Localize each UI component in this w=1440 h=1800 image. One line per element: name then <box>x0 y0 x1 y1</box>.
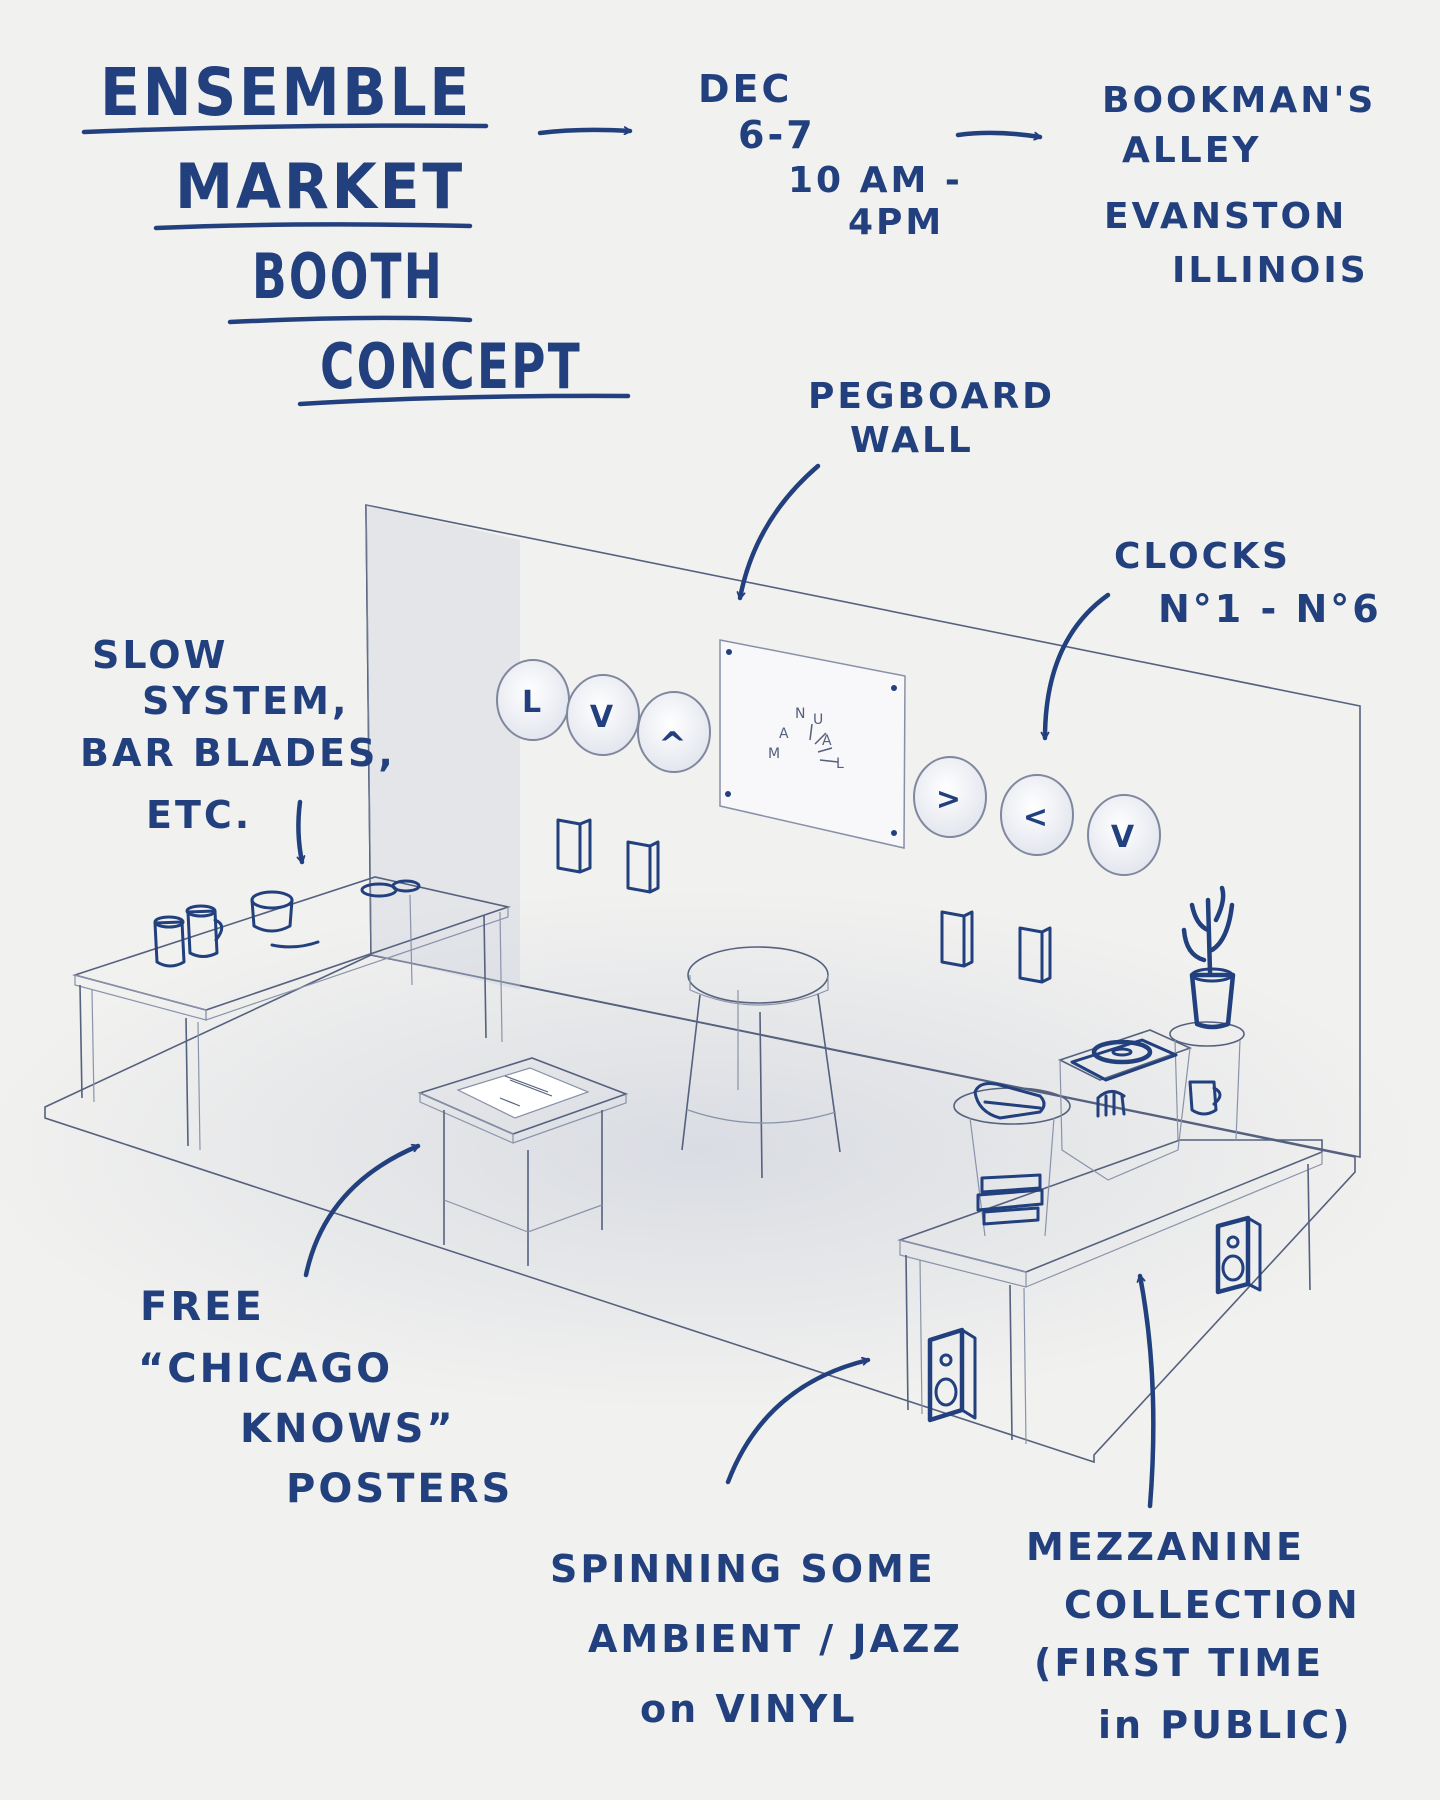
clock-icon: L <box>496 659 570 741</box>
wall-shelves <box>556 818 1052 984</box>
title-line: CONCEPT <box>320 330 582 403</box>
bowl-icon <box>250 890 294 933</box>
logo-letter: L <box>836 756 844 772</box>
logo-letter: N <box>795 706 805 722</box>
arrow-icon <box>296 799 306 865</box>
title-line: ENSEMBLE <box>100 54 472 131</box>
location-line: EVANSTON <box>1104 196 1347 237</box>
clock-icon: > <box>913 756 987 838</box>
annotation-mezzanine: MEZZANINE COLLECTION (FIRST TIME in PUBL… <box>1026 1273 1361 1747</box>
manual-logo: M A N U A L <box>768 706 844 772</box>
event-details: DEC 6-7 10 AM - 4PM BOOKMAN'S ALLEY EVAN… <box>537 67 1376 291</box>
bar-stool <box>681 946 841 1179</box>
arrow-icon <box>1040 592 1111 741</box>
arrow-icon <box>303 1143 421 1278</box>
booth-illustration: M A N U A L L V ^ <box>0 504 1420 1464</box>
clock-icon: V <box>1087 794 1161 876</box>
date-line: DEC <box>698 67 792 111</box>
annotation-line: PEGBOARD <box>808 376 1055 417</box>
logo-letter: M <box>768 746 780 762</box>
mug-icon <box>1188 1080 1222 1116</box>
annotation-line: ETC. <box>146 793 252 837</box>
svg-text:V: V <box>1111 820 1137 855</box>
arrow-icon <box>1136 1273 1156 1509</box>
annotation-line: WALL <box>850 420 974 461</box>
annotation-line: SLOW <box>92 633 228 677</box>
clock-group-left: L V ^ <box>496 659 711 773</box>
mug-icon <box>185 904 224 958</box>
speaker-icon <box>1215 1215 1262 1295</box>
location-line: ILLINOIS <box>1172 250 1369 291</box>
annotation-line: AMBIENT / JAZZ <box>588 1617 963 1661</box>
plant-icon <box>1181 885 1236 1030</box>
date-line: 6-7 <box>738 113 816 157</box>
annotation-line: “CHICAGO <box>138 1346 393 1392</box>
clock-icon: ^ <box>637 691 711 773</box>
mezzanine-items <box>927 885 1262 1423</box>
annotation-line: SPINNING SOME <box>550 1547 936 1591</box>
svg-text:V: V <box>590 700 616 735</box>
annotation-line: (FIRST TIME <box>1034 1641 1324 1685</box>
annotation-line: on VINYL <box>640 1687 857 1731</box>
speaker-icon <box>927 1327 977 1423</box>
title-line: MARKET <box>175 150 465 223</box>
annotation-slow-system: SLOW SYSTEM, BAR BLADES, ETC. <box>80 633 396 865</box>
annotation-line: N°1 - N°6 <box>1158 587 1382 631</box>
arrow-icon <box>537 126 633 136</box>
svg-text:L: L <box>522 685 544 720</box>
annotation-line: COLLECTION <box>1064 1583 1361 1627</box>
arrow-icon <box>955 130 1043 141</box>
svg-text:>: > <box>936 782 964 817</box>
logo-letter: A <box>822 733 832 749</box>
clock-icon: < <box>1000 774 1074 856</box>
date-line: 4PM <box>848 202 944 243</box>
table-items <box>153 879 421 968</box>
title-line: BOOTH <box>252 240 444 313</box>
mezzanine-table <box>897 1139 1323 1445</box>
annotation-line: BAR BLADES, <box>80 731 396 775</box>
arrow-icon <box>725 1356 871 1485</box>
book-stack-icon <box>976 1173 1044 1226</box>
annotation-posters: FREE “CHICAGO KNOWS” POSTERS <box>138 1143 513 1512</box>
annotation-line: in PUBLIC) <box>1098 1703 1353 1747</box>
mug-icon <box>153 915 186 968</box>
annotation-line: MEZZANINE <box>1026 1525 1305 1569</box>
event-date: DEC 6-7 10 AM - 4PM <box>698 67 963 243</box>
left-table <box>72 876 511 1151</box>
clock-icon: V <box>566 674 640 756</box>
event-location: BOOKMAN'S ALLEY EVANSTON ILLINOIS <box>1102 80 1376 291</box>
logo-letter: A <box>779 726 789 742</box>
clock-group-right: > < V <box>913 756 1161 876</box>
annotation-line: CLOCKS <box>1114 536 1291 577</box>
arrow-icon <box>736 463 821 601</box>
annotation-vinyl: SPINNING SOME AMBIENT / JAZZ on VINYL <box>550 1356 963 1731</box>
logo-letter: U <box>813 712 823 728</box>
annotation-clocks: CLOCKS N°1 - N°6 <box>1040 536 1382 741</box>
records-icon <box>1096 1090 1126 1118</box>
book-icon <box>973 1082 1046 1120</box>
chicago-knows-poster <box>456 1067 590 1119</box>
annotation-pegboard: PEGBOARD WALL <box>736 376 1055 601</box>
location-line: BOOKMAN'S <box>1102 80 1376 121</box>
turntable-icon <box>1070 1038 1178 1082</box>
title-block: ENSEMBLE MARKET BOOTH CONCEPT <box>81 54 631 407</box>
poster-table <box>417 1057 629 1266</box>
svg-text:<: < <box>1023 800 1051 835</box>
annotation-line: POSTERS <box>286 1466 513 1512</box>
svg-text:^: ^ <box>658 725 690 765</box>
annotation-line: KNOWS” <box>240 1406 456 1452</box>
annotation-line: SYSTEM, <box>142 679 349 723</box>
annotation-line: FREE <box>140 1284 265 1330</box>
manual-poster: M A N U A L <box>719 639 906 849</box>
date-line: 10 AM - <box>788 160 963 201</box>
location-line: ALLEY <box>1122 130 1261 171</box>
